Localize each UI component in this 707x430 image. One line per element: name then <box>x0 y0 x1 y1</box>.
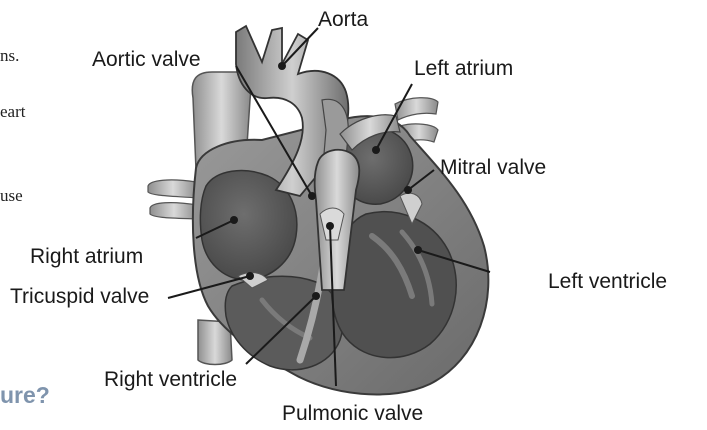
label-mitral-valve: Mitral valve <box>440 157 546 178</box>
label-tricuspid-valve: Tricuspid valve <box>10 286 149 307</box>
left-side-vessels <box>148 180 198 219</box>
label-pulmonic-valve: Pulmonic valve <box>282 403 423 424</box>
label-aorta: Aorta <box>318 9 368 30</box>
label-right-atrium: Right atrium <box>30 246 143 267</box>
label-right-ventricle: Right ventricle <box>104 369 237 390</box>
label-left-atrium: Left atrium <box>414 58 513 79</box>
label-left-ventricle: Left ventricle <box>548 271 667 292</box>
label-aortic-valve: Aortic valve <box>92 49 201 70</box>
